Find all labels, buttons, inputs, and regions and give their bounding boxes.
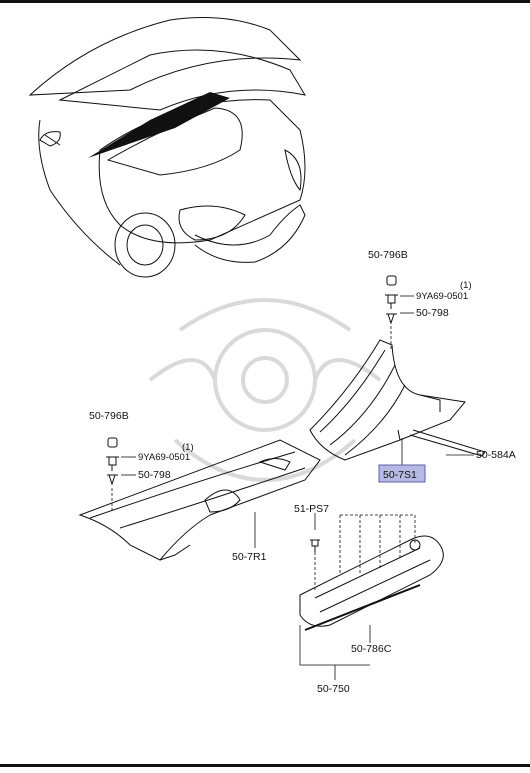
label-50-798-left: 50-798	[138, 469, 171, 481]
label-51-ps7: 51-PS7	[294, 503, 329, 515]
label-50-786c: 50-786C	[351, 643, 392, 655]
cowl-panel-left	[78, 439, 321, 561]
label-50-796b-left: 50-796B	[89, 410, 129, 422]
leader-lines	[254, 438, 474, 680]
top-rule	[0, 0, 530, 3]
label-qty-right: (1)	[460, 280, 472, 291]
label-qty-left: (1)	[182, 442, 194, 453]
label-9ya69-0501-left: 9YA69-0501	[138, 452, 190, 463]
lower-assembly	[299, 514, 444, 631]
label-9ya69-0501-right: 9YA69-0501	[416, 291, 468, 302]
highlight-box	[378, 464, 426, 483]
clip-stack-right	[385, 275, 414, 350]
car-illustration	[28, 17, 307, 278]
bottom-rule	[0, 764, 530, 767]
screw-ps7	[310, 539, 320, 590]
label-50-750: 50-750	[317, 683, 350, 695]
clip-stack-left	[106, 437, 136, 512]
label-50-796b-right: 50-796B	[368, 249, 408, 261]
label-50-7s1: 50-7S1	[383, 469, 417, 481]
label-50-7r1: 50-7R1	[232, 551, 267, 563]
watermark-logo	[148, 298, 382, 482]
label-50-798-right: 50-798	[416, 307, 449, 319]
label-50-584a: 50-584A	[476, 449, 516, 461]
cowl-panel-right	[309, 339, 486, 461]
